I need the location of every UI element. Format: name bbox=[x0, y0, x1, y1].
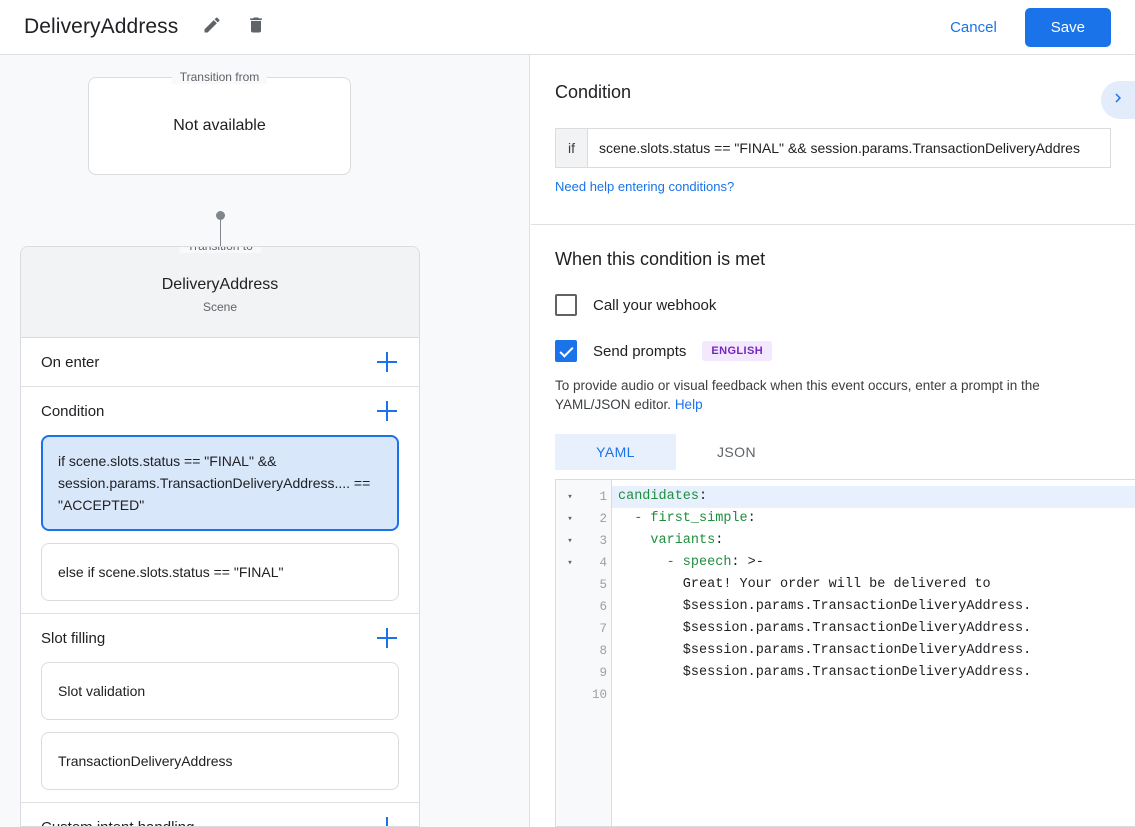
section-header-condition: Condition bbox=[21, 387, 419, 435]
cancel-button[interactable]: Cancel bbox=[934, 11, 1013, 44]
transition-to-header: Transition to DeliveryAddress Scene bbox=[21, 247, 419, 338]
editor-fold-toggle bbox=[556, 618, 584, 640]
section-header-slot-filling: Slot filling bbox=[21, 614, 419, 662]
webhook-row: Call your webhook bbox=[555, 294, 1111, 316]
editor-format-tabs: YAML JSON bbox=[555, 434, 1111, 470]
section-slot-filling: Slot filling Slot validation Transaction… bbox=[21, 614, 419, 803]
section-on-enter: On enter bbox=[21, 338, 419, 387]
send-prompts-description-text: To provide audio or visual feedback when… bbox=[555, 378, 1040, 412]
send-prompts-checkbox[interactable] bbox=[555, 340, 577, 362]
condition-help-link[interactable]: Need help entering conditions? bbox=[555, 179, 734, 194]
left-panel: Transition from Not available Transition… bbox=[0, 55, 530, 827]
help-link[interactable]: Help bbox=[675, 397, 703, 412]
when-met-heading: When this condition is met bbox=[555, 249, 1111, 270]
send-prompts-row: Send prompts ENGLISH bbox=[555, 340, 1111, 362]
tab-yaml[interactable]: YAML bbox=[555, 434, 676, 470]
transition-from-card: Transition from Not available bbox=[88, 77, 351, 175]
condition-expression-input[interactable] bbox=[588, 129, 1110, 167]
transition-to-legend: Transition to bbox=[179, 246, 261, 253]
top-app-bar: DeliveryAddress Cancel Save bbox=[0, 0, 1135, 55]
editor-fold-toggle[interactable]: ▾ bbox=[556, 508, 584, 530]
when-condition-met-section: When this condition is met Call your web… bbox=[531, 225, 1135, 470]
send-prompts-description: To provide audio or visual feedback when… bbox=[555, 376, 1111, 414]
editor-line-number: 10 bbox=[584, 684, 607, 706]
editor-line-number: 6 bbox=[584, 596, 607, 618]
right-panel: Condition if Need help entering conditio… bbox=[531, 55, 1135, 827]
condition-input-row: if bbox=[555, 128, 1111, 168]
editor-line-number: 2 bbox=[584, 508, 607, 530]
editor-code-line: - first_simple: bbox=[612, 508, 1135, 530]
tab-json[interactable]: JSON bbox=[676, 434, 797, 470]
transition-from-value: Not available bbox=[89, 78, 350, 174]
slot-validation-item[interactable]: Slot validation bbox=[41, 662, 399, 720]
transition-to-title: DeliveryAddress bbox=[162, 276, 278, 294]
editor-fold-toggle[interactable]: ▾ bbox=[556, 552, 584, 574]
section-title-custom-intent-handling: Custom intent handling bbox=[41, 819, 194, 827]
editor-line-number: 5 bbox=[584, 574, 607, 596]
editor-fold-toggle[interactable]: ▾ bbox=[556, 486, 584, 508]
editor-code-line: $session.params.TransactionDeliveryAddre… bbox=[612, 618, 1135, 640]
editor-fold-toggle bbox=[556, 596, 584, 618]
editor-line-number: 9 bbox=[584, 662, 607, 684]
slot-item-transaction-delivery-address[interactable]: TransactionDeliveryAddress bbox=[41, 732, 399, 790]
transition-to-subtitle: Scene bbox=[203, 300, 237, 314]
section-title-on-enter: On enter bbox=[41, 354, 99, 371]
editor-fold-toggle bbox=[556, 574, 584, 596]
section-custom-intent-handling: Custom intent handling bbox=[21, 803, 419, 827]
edit-name-button[interactable] bbox=[196, 11, 228, 43]
editor-line-number: 1 bbox=[584, 486, 607, 508]
add-condition-button[interactable] bbox=[375, 399, 399, 423]
condition-section: Condition if Need help entering conditio… bbox=[531, 55, 1135, 225]
editor-fold-toggle bbox=[556, 640, 584, 662]
condition-heading: Condition bbox=[555, 82, 1111, 103]
add-custom-intent-button[interactable] bbox=[375, 815, 399, 827]
editor-code-line: variants: bbox=[612, 530, 1135, 552]
code-editor[interactable]: ▾▾▾▾ 12345678910 candidates: - first_sim… bbox=[555, 479, 1135, 827]
editor-fold-toggle bbox=[556, 662, 584, 684]
editor-line-number: 7 bbox=[584, 618, 607, 640]
condition-item-selected[interactable]: if scene.slots.status == "FINAL" && sess… bbox=[41, 435, 399, 531]
add-slot-filling-button[interactable] bbox=[375, 626, 399, 650]
section-header-custom-intent-handling: Custom intent handling bbox=[21, 803, 419, 827]
section-condition: Condition if scene.slots.status == "FINA… bbox=[21, 387, 419, 614]
editor-code-line: $session.params.TransactionDeliveryAddre… bbox=[612, 640, 1135, 662]
editor-line-number: 3 bbox=[584, 530, 607, 552]
editor-code-line: candidates: bbox=[612, 486, 1135, 508]
pencil-icon bbox=[202, 15, 222, 40]
chevron-right-icon bbox=[1109, 89, 1127, 112]
editor-code-line: $session.params.TransactionDeliveryAddre… bbox=[612, 662, 1135, 684]
editor-code-area[interactable]: candidates: - first_simple: variants: - … bbox=[612, 480, 1135, 826]
editor-code-line: - speech: >- bbox=[612, 552, 1135, 574]
add-on-enter-button[interactable] bbox=[375, 350, 399, 374]
condition-item[interactable]: else if scene.slots.status == "FINAL" bbox=[41, 543, 399, 601]
editor-fold-toggle[interactable]: ▾ bbox=[556, 530, 584, 552]
editor-line-number: 4 bbox=[584, 552, 607, 574]
page-title: DeliveryAddress bbox=[24, 15, 178, 39]
call-webhook-label: Call your webhook bbox=[593, 297, 716, 314]
trash-icon bbox=[246, 15, 266, 40]
send-prompts-label: Send prompts bbox=[593, 343, 686, 360]
section-header-on-enter: On enter bbox=[21, 338, 419, 386]
editor-code-line: $session.params.TransactionDeliveryAddre… bbox=[612, 596, 1135, 618]
language-badge: ENGLISH bbox=[702, 341, 772, 361]
section-title-condition: Condition bbox=[41, 403, 104, 420]
editor-code-line: Great! Your order will be delivered to bbox=[612, 574, 1135, 596]
section-title-slot-filling: Slot filling bbox=[41, 630, 105, 647]
condition-if-label: if bbox=[556, 129, 588, 167]
editor-line-number-gutter: 12345678910 bbox=[584, 480, 612, 826]
editor-fold-toggle bbox=[556, 684, 584, 706]
save-button[interactable]: Save bbox=[1025, 8, 1111, 47]
delete-button[interactable] bbox=[240, 11, 272, 43]
next-panel-button[interactable] bbox=[1101, 81, 1135, 119]
call-webhook-checkbox[interactable] bbox=[555, 294, 577, 316]
editor-code-line bbox=[612, 684, 1135, 706]
transition-to-card: Transition to DeliveryAddress Scene On e… bbox=[20, 246, 420, 827]
editor-fold-column: ▾▾▾▾ bbox=[556, 480, 584, 826]
editor-line-number: 8 bbox=[584, 640, 607, 662]
transition-from-legend: Transition from bbox=[172, 70, 268, 84]
